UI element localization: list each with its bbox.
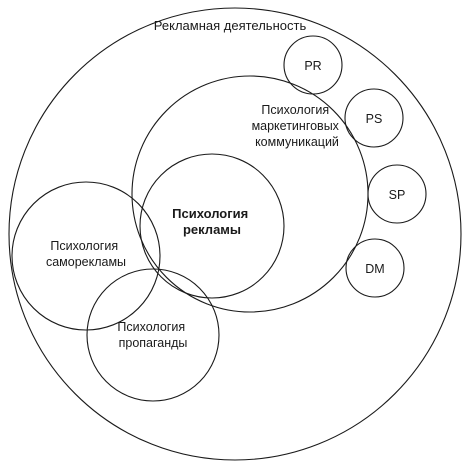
pr-circle (283, 35, 343, 95)
dm-label: DM (365, 262, 384, 276)
marketing-communications-label: Психология маркетинговых коммуникаций (252, 103, 343, 149)
self-advertising-label-line-1: Психология (50, 239, 118, 253)
propaganda-label-line-1: Психология (117, 320, 185, 334)
advertising-label-line-1: Психология (172, 206, 248, 221)
ps-circle (344, 88, 404, 148)
marketing-label-line-1: Психология (261, 103, 329, 117)
self-advertising-label: Психология саморекламы (46, 239, 126, 269)
advertising-psychology-circle (139, 153, 285, 299)
propaganda-label: Психология пропаганды (117, 320, 188, 350)
self-advertising-label-line-2: саморекламы (46, 255, 126, 269)
propaganda-label-line-2: пропаганды (119, 336, 188, 350)
self-advertising-circle (11, 181, 161, 331)
propaganda-circle (86, 268, 220, 402)
marketing-communications-circle (131, 75, 369, 313)
advertising-activity-circle (8, 7, 462, 461)
sp-label: SP (389, 188, 406, 202)
ps-label: PS (366, 112, 383, 126)
marketing-label-line-3: коммуникаций (255, 135, 339, 149)
advertising-activity-label: Рекламная деятельность (154, 18, 307, 33)
sp-circle (367, 164, 427, 224)
advertising-psychology-label: Психология рекламы (172, 206, 252, 237)
marketing-label-line-2: маркетинговых (252, 119, 340, 133)
dm-circle (345, 238, 405, 298)
pr-label: PR (304, 59, 321, 73)
advertising-label-line-2: рекламы (183, 222, 241, 237)
